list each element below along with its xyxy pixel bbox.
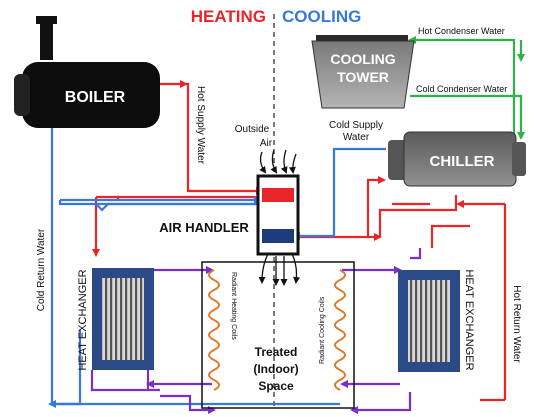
cold-supply-water-label-1: Cold Supply <box>329 120 383 131</box>
heat-exchanger-right[interactable] <box>398 270 460 372</box>
heat-exchanger-right-label: HEAT EXCHANGER <box>463 269 475 370</box>
hot-return-water-label: Hot Return Water <box>511 285 522 363</box>
air-handler[interactable] <box>256 174 300 256</box>
radiant-heating-coils-label: Radiant Heating Coils <box>230 272 237 340</box>
supply-air-arrows <box>258 253 301 286</box>
treated-space-label-3: Space <box>258 379 294 393</box>
smokestack-icon <box>40 22 53 60</box>
cold-condenser-water-label: Cold Condenser Water <box>416 84 507 94</box>
treated-space-label-2: (Indoor) <box>253 362 298 376</box>
outside-air-label-2: Air <box>260 138 273 149</box>
heating-title: HEATING <box>191 7 266 26</box>
condenser-water-pipes <box>408 36 525 140</box>
boiler[interactable]: BOILER <box>14 16 160 128</box>
cooling-tower-label-1: COOLING <box>330 51 395 67</box>
cold-return-water-label: Cold Return Water <box>36 228 47 311</box>
radiant-cooling-coil-icon <box>334 269 346 391</box>
treated-space-label-1: Treated <box>255 345 298 359</box>
air-handler-label: AIR HANDLER <box>159 220 249 235</box>
chiller-label: CHILLER <box>430 153 495 170</box>
boiler-label: BOILER <box>65 89 126 106</box>
hot-supply-water-label: Hot Supply Water <box>195 86 206 165</box>
outside-air-label-1: Outside <box>235 124 270 135</box>
heat-exchanger-left[interactable] <box>92 268 154 370</box>
heating-coil <box>262 188 294 202</box>
cooling-tower[interactable]: COOLING TOWER <box>311 35 415 109</box>
radiant-heating-coil-icon <box>208 269 220 391</box>
hot-condenser-water-label: Hot Condenser Water <box>418 26 505 36</box>
cooling-title: COOLING <box>282 7 361 26</box>
cooling-coil <box>262 229 294 243</box>
hot-water-pipes <box>92 80 507 402</box>
cooling-tower-label-2: TOWER <box>337 69 389 85</box>
cold-water-pipes <box>48 118 386 408</box>
smokestack-cap <box>36 16 57 24</box>
cold-supply-water-label-2: Water <box>343 132 370 143</box>
chiller[interactable]: CHILLER <box>388 131 526 187</box>
heat-exchanger-left-label: HEAT EXCHANGER <box>77 269 89 370</box>
treated-space <box>201 261 355 409</box>
radiant-cooling-coils-label: Radiant Cooling Coils <box>319 296 326 364</box>
outside-air-arrows <box>259 149 297 174</box>
